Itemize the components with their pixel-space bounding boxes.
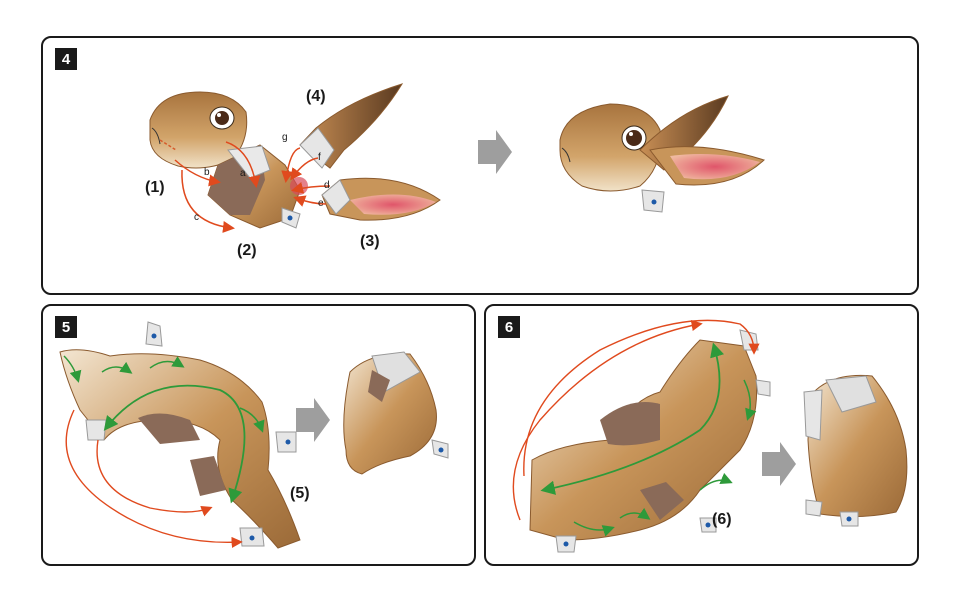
part-label-6: (6) xyxy=(712,511,732,528)
fold-letter-g: g xyxy=(282,132,288,143)
fold-arrows-step-5 xyxy=(63,355,265,549)
fold-letter-d: d xyxy=(324,180,330,191)
part-label-1: (1) xyxy=(145,179,165,196)
ear-piece-flat xyxy=(321,177,441,221)
fold-letter-f: f xyxy=(318,152,321,163)
next-step-arrow-icon xyxy=(762,442,796,486)
body-part-flat xyxy=(59,321,301,549)
next-step-arrow-icon xyxy=(478,130,512,174)
fold-letter-c: c xyxy=(194,212,199,223)
step-number-badge: 6 xyxy=(498,316,520,338)
assembly-arrows xyxy=(174,141,331,233)
part-label-4: (4) xyxy=(306,88,326,105)
step-number-badge: 5 xyxy=(55,316,77,338)
part-label-5: (5) xyxy=(290,485,310,502)
assembled-leg xyxy=(803,374,908,527)
fold-letter-b: b xyxy=(204,167,210,178)
assembled-body-front xyxy=(343,351,449,475)
fold-letter-a: a xyxy=(240,168,246,179)
ear-piece-upright xyxy=(299,83,404,169)
fold-letter-e: e xyxy=(318,198,324,209)
fold-arrows-step-6 xyxy=(512,319,760,537)
step-number-badge: 4 xyxy=(55,48,77,70)
assembled-head xyxy=(559,95,765,213)
head-piece xyxy=(149,91,248,169)
part-label-2: (2) xyxy=(237,242,257,259)
part-label-3: (3) xyxy=(360,233,380,250)
leg-part-flat xyxy=(529,329,771,553)
next-step-arrow-icon xyxy=(296,398,330,442)
